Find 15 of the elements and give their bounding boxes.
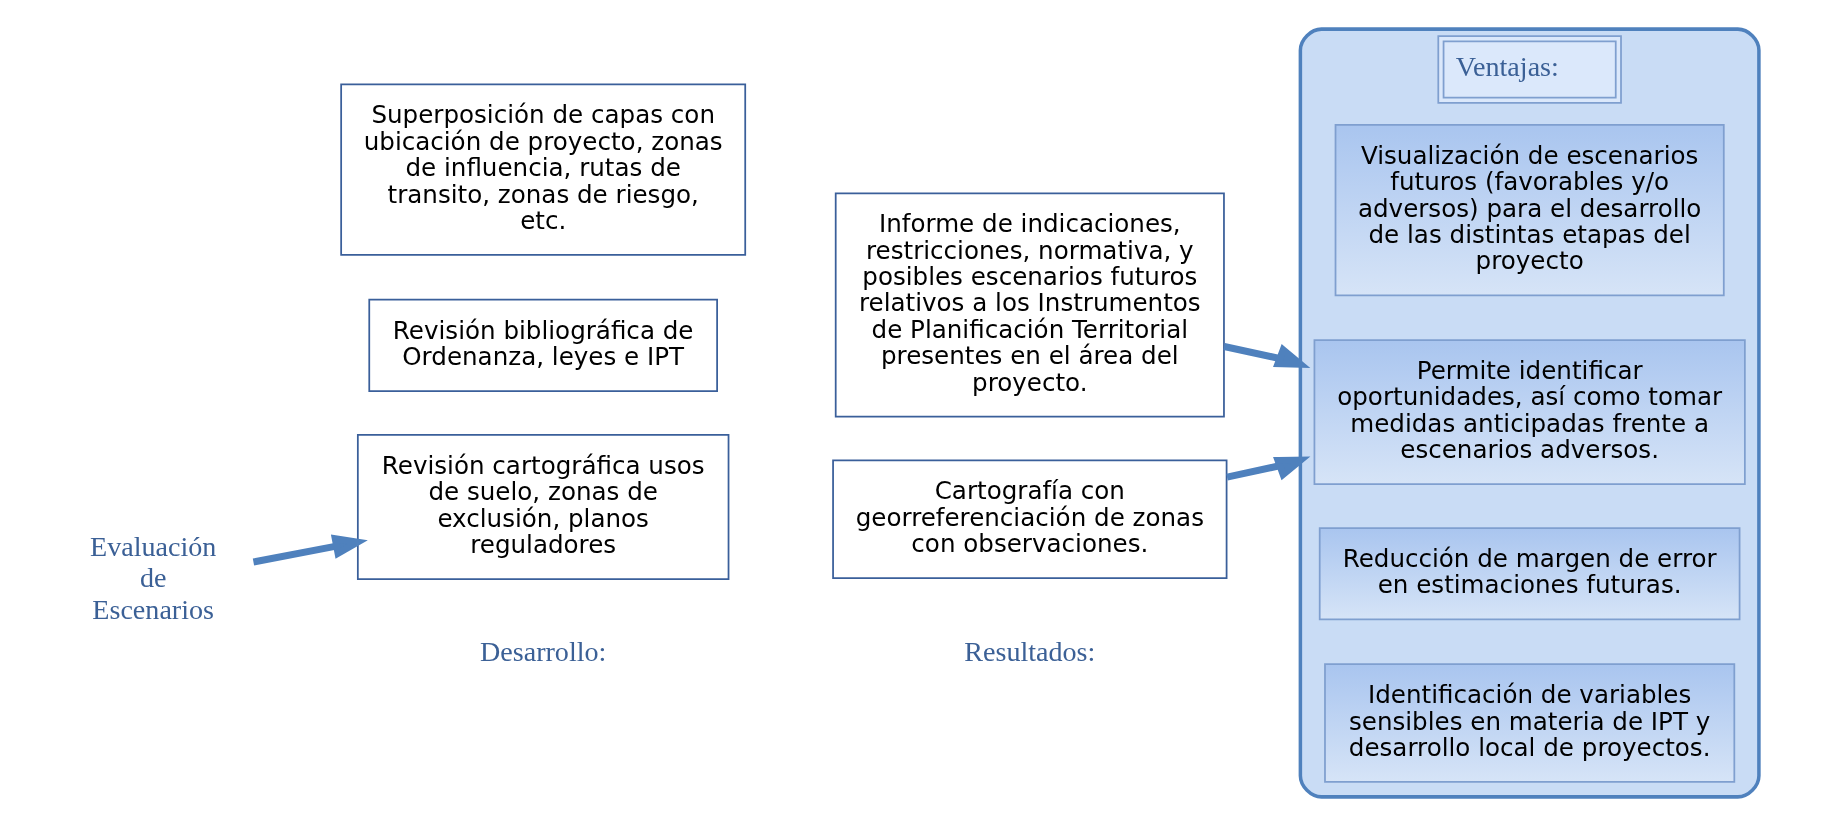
node-box: Visualización de escenarios futuros (favorables y/o adversos) para el desarrollo de las distintas etapas del proyecto bbox=[1334, 124, 1725, 297]
node-box: Cartografía con georreferenciación de zonas con observaciones. bbox=[831, 459, 1227, 579]
arrow bbox=[1225, 456, 1310, 481]
node-box: Permite identificar oportunidades, así como tomar medidas anticipadas frente a escenarios adversos. bbox=[1313, 339, 1746, 486]
label: Desarrollo: bbox=[479, 636, 606, 668]
arrow bbox=[252, 534, 368, 566]
node-box: Revisión bibliográfica de Ordenanza, leyes e IPT bbox=[367, 298, 718, 392]
node-box: Reducción de margen de error en estimaciones futuras. bbox=[1318, 527, 1740, 621]
label: Resultados: bbox=[963, 636, 1095, 668]
node-box: Superposición de capas con ubicación de proyecto, zonas de influencia, rutas de transito, zonas de riesgo, etc. bbox=[339, 83, 746, 256]
node-box: Identificación de variables sensibles en materia de IPT y desarrollo local de proyectos. bbox=[1323, 663, 1735, 783]
arrow bbox=[1222, 343, 1310, 368]
node-box: Informe de indicaciones, restricciones, normativa, y posibles escenarios futuros relativos a los Instrumentos de Planificación Territorial presentes en el área del proyecto. bbox=[834, 192, 1225, 418]
node-box: Revisión cartográfica usos de suelo, zonas de exclusión, planos reguladores bbox=[356, 434, 729, 580]
node-text: Evaluación de Escenarios bbox=[89, 530, 216, 626]
